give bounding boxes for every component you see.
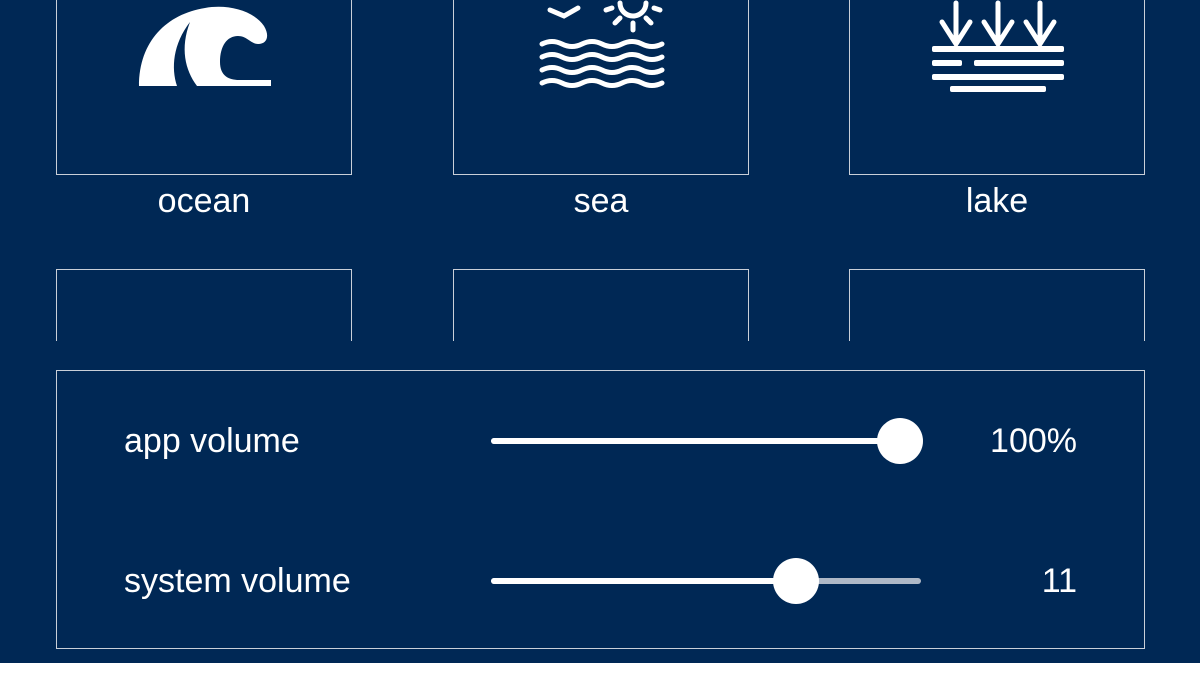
- ocean-wave-icon: [139, 6, 271, 86]
- app-volume-value: 100%: [990, 422, 1077, 460]
- app-volume-label: app volume: [124, 422, 300, 460]
- tile-row2-right[interactable]: [849, 269, 1145, 341]
- volume-panel: app volume 100% system volume 11: [56, 370, 1145, 649]
- tile-row2-middle[interactable]: [453, 269, 749, 341]
- tile-sea[interactable]: [453, 0, 749, 175]
- tile-ocean[interactable]: [56, 0, 352, 175]
- app-volume-fill: [491, 438, 900, 444]
- lake-reeds-icon: [932, 0, 1064, 92]
- system-volume-value: 11: [1041, 562, 1077, 600]
- system-volume-slider[interactable]: [491, 556, 921, 606]
- system-volume-fill: [491, 578, 796, 584]
- system-volume-thumb[interactable]: [773, 558, 819, 604]
- tile-label-lake: lake: [965, 182, 1029, 220]
- app-volume-slider[interactable]: [491, 416, 923, 466]
- tile-row2-left[interactable]: [56, 269, 352, 341]
- tile-lake[interactable]: [849, 0, 1145, 175]
- tile-label-ocean: ocean: [157, 182, 251, 220]
- system-volume-label: system volume: [124, 562, 351, 600]
- tile-label-sea: sea: [573, 182, 629, 220]
- sea-sun-waves-icon: [539, 0, 665, 88]
- app-volume-thumb[interactable]: [877, 418, 923, 464]
